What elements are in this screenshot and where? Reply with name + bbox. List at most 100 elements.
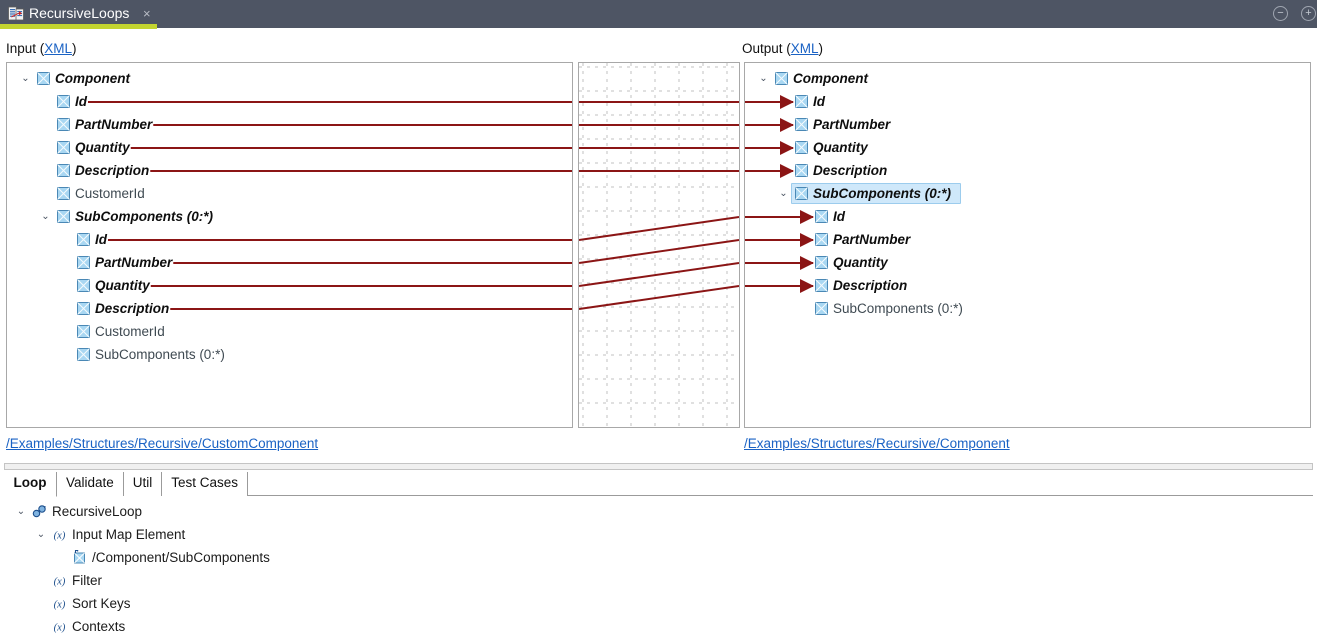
maximize-icon[interactable]: + [1301, 6, 1316, 21]
tree-row-label: PartNumber [95, 255, 173, 270]
close-icon[interactable]: × [143, 6, 151, 21]
xml-element-icon [57, 187, 70, 200]
tree-row-label: Id [75, 94, 87, 109]
xml-element-icon [77, 302, 90, 315]
tree-row-label: SubComponents (0:*) [75, 209, 213, 224]
loop-tree-row-label: RecursiveLoop [52, 504, 143, 519]
mapping-connector [579, 216, 739, 241]
mapping-grid-panel[interactable] [578, 62, 740, 428]
loop-tree-row-label: /Component/SubComponents [92, 550, 270, 565]
tree-row[interactable]: Description [745, 274, 1310, 297]
bottom-tab-util[interactable]: Util [122, 472, 163, 496]
editor-tab-label: RecursiveLoops [29, 5, 130, 21]
tree-row[interactable]: Description [7, 159, 572, 182]
tree-row-label: Id [95, 232, 107, 247]
bottom-tab-test-cases[interactable]: Test Cases [161, 472, 249, 496]
tree-row[interactable]: Description [7, 297, 572, 320]
xml-element-icon [795, 118, 808, 131]
tree-row-label: PartNumber [75, 117, 153, 132]
tree-row[interactable]: Description [745, 159, 1310, 182]
tree-row-label: PartNumber [813, 117, 891, 132]
xml-element-icon [57, 210, 70, 223]
tree-row[interactable]: SubComponents (0:*) [7, 343, 572, 366]
selection-highlight [791, 183, 962, 204]
tree-row[interactable]: PartNumber [745, 228, 1310, 251]
tree-row-label: Component [793, 71, 868, 86]
xml-element-icon [815, 302, 828, 315]
tree-row[interactable]: CustomerId [7, 320, 572, 343]
loop-tree-row[interactable]: ⌄ RecursiveLoop [4, 500, 1313, 523]
chevron-down-icon[interactable]: ⌄ [21, 73, 30, 84]
tree-row-label: Id [833, 209, 845, 224]
tree-row[interactable]: ⌄ SubComponents (0:*) [7, 205, 572, 228]
output-xml-link[interactable]: XML [790, 41, 819, 56]
tree-row-label: Quantity [75, 140, 130, 155]
xml-element-icon [795, 141, 808, 154]
tree-row[interactable]: Quantity [745, 251, 1310, 274]
function-xy-icon: (x) [54, 530, 66, 541]
tree-row[interactable]: Quantity [7, 274, 572, 297]
tree-row[interactable]: PartNumber [7, 251, 572, 274]
input-caption-suffix: ) [72, 41, 77, 56]
xml-element-icon [795, 164, 808, 177]
xml-element-icon [815, 279, 828, 292]
loop-tree-row-label: Contexts [72, 619, 126, 634]
title-bar: RecursiveLoops × − + [0, 0, 1317, 29]
tree-row[interactable]: PartNumber [7, 113, 572, 136]
splitter-sash[interactable] [4, 463, 1313, 470]
xml-element-icon [815, 256, 828, 269]
chevron-down-icon[interactable]: ⌄ [36, 529, 46, 540]
minimize-icon[interactable]: − [1273, 6, 1288, 21]
mapping-document-icon [8, 6, 24, 21]
xml-element-icon [77, 279, 90, 292]
loop-tree-row[interactable]: (x)Sort Keys [4, 592, 1313, 615]
tree-row[interactable]: Quantity [7, 136, 572, 159]
tree-row[interactable]: Id [745, 205, 1310, 228]
chevron-down-icon[interactable]: ⌄ [759, 73, 768, 84]
tree-row[interactable]: CustomerId [7, 182, 572, 205]
loop-properties-tree[interactable]: ⌄ RecursiveLoop ⌄ (x) Input Map Element/Comp… [4, 497, 1313, 642]
loop-icon [32, 505, 46, 518]
tree-row-label: Quantity [833, 255, 888, 270]
output-structure-path-link[interactable]: /Examples/Structures/Recursive/Component [744, 436, 1010, 451]
loop-tree-row[interactable]: (x)Contexts [4, 615, 1313, 638]
output-caption-prefix: Output ( [742, 41, 791, 56]
tree-row[interactable]: Id [7, 228, 572, 251]
tree-row[interactable]: ⌄SubComponents (0:*) [745, 182, 1310, 205]
loop-tree-row[interactable]: (x)Filter [4, 569, 1313, 592]
chevron-down-icon[interactable]: ⌄ [779, 188, 788, 199]
tree-row[interactable]: PartNumber [745, 113, 1310, 136]
input-structure-path-link[interactable]: /Examples/Structures/Recursive/CustomCom… [6, 436, 319, 451]
xml-element-icon [77, 256, 90, 269]
tree-row[interactable]: SubComponents (0:*) [745, 297, 1310, 320]
xml-element-icon [57, 118, 70, 131]
tree-row[interactable]: Id [745, 90, 1310, 113]
xml-element-icon [74, 550, 85, 564]
loop-tree-row-label: Input Map Element [72, 527, 186, 542]
tree-row[interactable]: Id [7, 90, 572, 113]
loop-tree-row-label: Filter [72, 573, 102, 588]
editor-tab-recursiveloops[interactable]: RecursiveLoops × [0, 0, 157, 29]
tree-row-label: Description [813, 163, 888, 178]
loop-tree-row[interactable]: ⌄ (x) Input Map Element [4, 523, 1313, 546]
tree-row-label: Quantity [813, 140, 868, 155]
tree-row-label: SubComponents (0:*) [95, 347, 225, 362]
output-panel-caption: Output (XML) [742, 41, 823, 56]
bottom-tab-loop[interactable]: Loop [4, 472, 57, 497]
input-panel-caption: Input (XML) [6, 41, 77, 56]
input-xml-link[interactable]: XML [44, 41, 73, 56]
tree-row-label: Quantity [95, 278, 150, 293]
tree-row-label: CustomerId [95, 324, 165, 339]
chevron-down-icon[interactable]: ⌄ [16, 506, 26, 517]
loop-tree-row[interactable]: /Component/SubComponents [4, 546, 1313, 569]
tree-row-label: SubComponents (0:*) [833, 301, 963, 316]
tree-row[interactable]: ⌄Component [7, 67, 572, 90]
bottom-tab-validate[interactable]: Validate [55, 472, 124, 496]
output-caption-suffix: ) [818, 41, 824, 56]
tree-row[interactable]: ⌄ Component [745, 67, 1310, 90]
chevron-down-icon[interactable]: ⌄ [41, 211, 50, 222]
tree-row[interactable]: Quantity [745, 136, 1310, 159]
